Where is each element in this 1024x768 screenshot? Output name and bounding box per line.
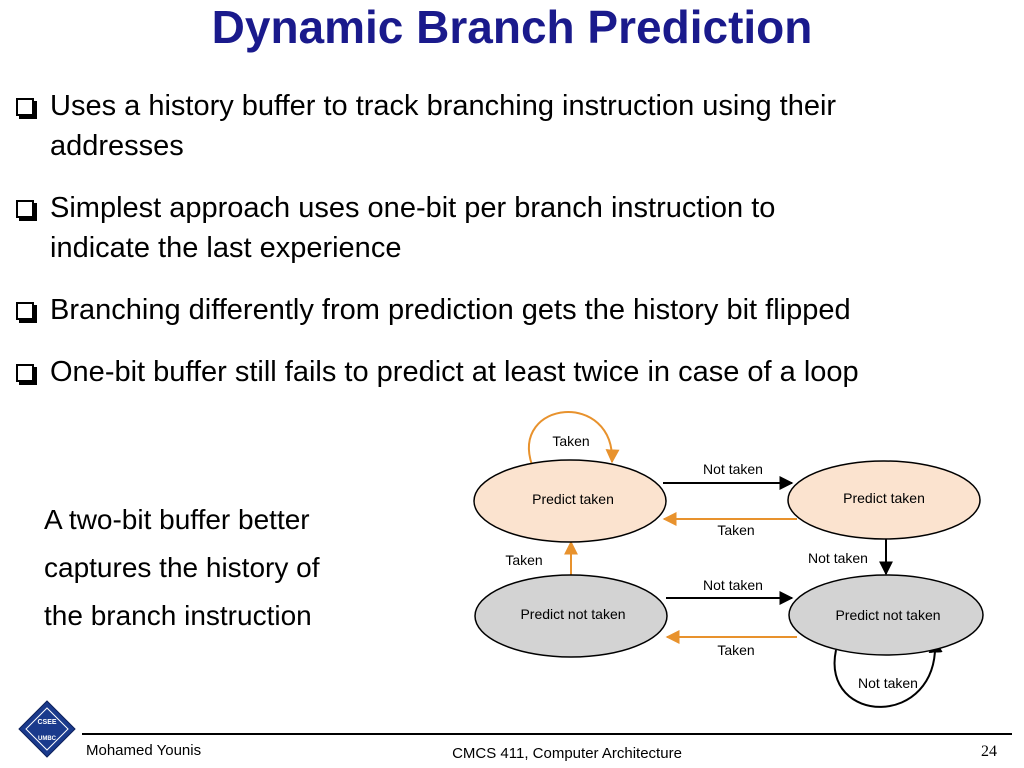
bullet-text-line: indicate the last experience <box>50 232 402 264</box>
side-caption-line: A two-bit buffer better <box>44 504 310 535</box>
logo-text-bottom: UMBC <box>38 736 57 742</box>
slide-title: Dynamic Branch Prediction <box>211 1 813 53</box>
state-weak-taken: Predict taken <box>787 460 981 540</box>
logo-text-top: CSEE <box>37 719 56 726</box>
footer-divider <box>82 733 1012 735</box>
state-label: Predict not taken <box>520 606 625 622</box>
s4-to-s3-label: Taken <box>717 642 754 658</box>
page-number: 24 <box>981 743 997 760</box>
footer-author: Mohamed Younis <box>86 742 202 759</box>
self-loop-not-taken-label: Not taken <box>858 675 918 691</box>
bullet-text-line: One-bit buffer still fails to predict at… <box>50 356 859 388</box>
csee-umbc-logo: CSEE UMBC <box>18 700 76 758</box>
s2-to-s4-label: Not taken <box>808 550 868 566</box>
bullet-text-line: Uses a history buffer to track branching… <box>50 90 837 122</box>
self-loop-taken-arrow <box>528 411 620 466</box>
bullet-item: Branching differently from prediction ge… <box>12 290 1017 330</box>
state-strong-not-taken: Predict not taken <box>788 574 984 656</box>
side-caption: A two-bit buffer better captures the his… <box>44 496 404 640</box>
state-label: Predict taken <box>532 491 614 507</box>
bullet-item: Uses a history buffer to track branching… <box>12 86 1017 166</box>
side-caption-line: captures the history of <box>44 552 320 583</box>
bullet-text-line: Branching differently from prediction ge… <box>50 294 851 326</box>
state-label: Predict taken <box>843 490 925 506</box>
bullet-text-line: Simplest approach uses one-bit per branc… <box>50 192 776 224</box>
state-label: Predict not taken <box>835 607 940 623</box>
s3-to-s4-label: Not taken <box>703 577 763 593</box>
side-caption-line: the branch instruction <box>44 600 312 631</box>
state-weak-not-taken: Predict not taken <box>474 574 668 658</box>
bullet-text-line: addresses <box>50 130 184 162</box>
self-loop-taken-label: Taken <box>552 433 589 449</box>
bullet-item: Simplest approach uses one-bit per branc… <box>12 188 1017 268</box>
bullet-item: One-bit buffer still fails to predict at… <box>12 352 1017 392</box>
footer-course: CMCS 411, Computer Architecture <box>452 745 682 762</box>
state-strong-taken: Predict taken <box>473 459 667 543</box>
s1-to-s2-label: Not taken <box>703 461 763 477</box>
self-loop-not-taken-arrow <box>833 638 943 708</box>
bullet-list: Uses a history buffer to track branching… <box>12 86 1017 414</box>
s2-to-s1-label: Taken <box>717 522 754 538</box>
s3-to-s1-label: Taken <box>505 552 542 568</box>
